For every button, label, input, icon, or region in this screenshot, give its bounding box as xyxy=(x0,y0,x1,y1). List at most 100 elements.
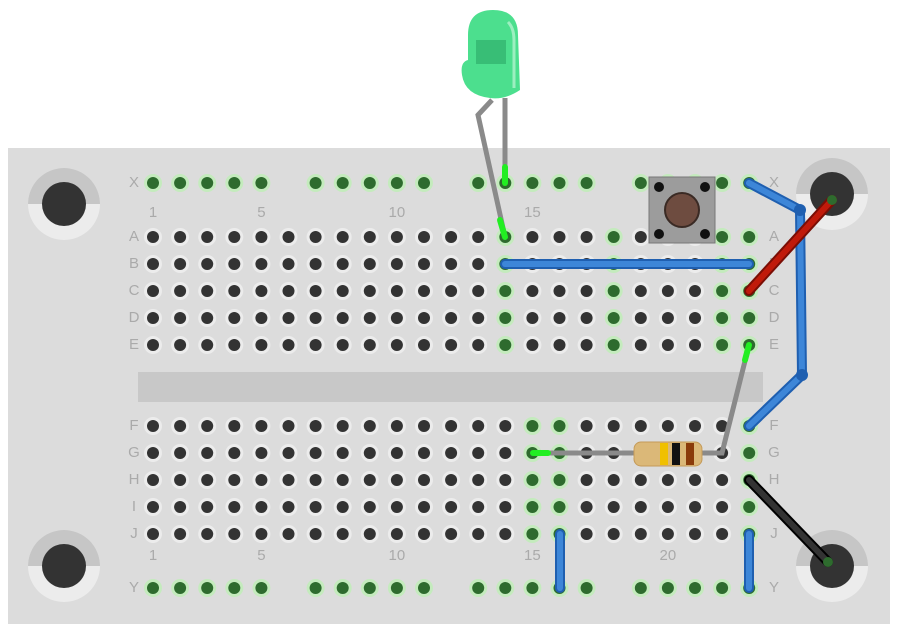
hole-F2[interactable] xyxy=(171,417,190,435)
hole-D12[interactable] xyxy=(442,309,461,327)
hole-A8[interactable] xyxy=(333,228,352,246)
rail-hole-X16[interactable] xyxy=(550,174,569,192)
hole-C4[interactable] xyxy=(225,282,244,300)
hole-G5[interactable] xyxy=(252,444,271,462)
hole-D11[interactable] xyxy=(415,309,433,327)
hole-E8[interactable] xyxy=(333,336,352,354)
hole-C13[interactable] xyxy=(469,282,488,300)
hole-E12[interactable] xyxy=(442,336,461,354)
rail-hole-Y2[interactable] xyxy=(171,579,190,597)
hole-E15[interactable] xyxy=(523,336,542,354)
rail-hole-Y10[interactable] xyxy=(387,579,406,597)
hole-F18[interactable] xyxy=(604,417,623,435)
hole-F8[interactable] xyxy=(333,417,352,435)
hole-A15[interactable] xyxy=(523,228,542,246)
rail-hole-Y17[interactable] xyxy=(577,579,596,597)
hole-C16[interactable] xyxy=(550,282,569,300)
rail-hole-Y7[interactable] xyxy=(306,579,325,597)
hole-F16[interactable] xyxy=(550,417,569,435)
hole-B9[interactable] xyxy=(360,255,379,273)
hole-I11[interactable] xyxy=(415,498,433,516)
hole-B6[interactable] xyxy=(279,255,298,273)
hole-I22[interactable] xyxy=(713,498,732,516)
hole-F5[interactable] xyxy=(252,417,271,435)
hole-D18[interactable] xyxy=(604,309,623,327)
hole-H15[interactable] xyxy=(523,471,542,489)
hole-H11[interactable] xyxy=(415,471,433,489)
rail-hole-X8[interactable] xyxy=(333,174,352,192)
hole-D1[interactable] xyxy=(144,309,162,327)
hole-B4[interactable] xyxy=(225,255,244,273)
hole-B2[interactable] xyxy=(171,255,190,273)
hole-F15[interactable] xyxy=(523,417,542,435)
hole-E13[interactable] xyxy=(469,336,488,354)
hole-B5[interactable] xyxy=(252,255,271,273)
hole-H17[interactable] xyxy=(577,471,596,489)
hole-I20[interactable] xyxy=(658,498,677,516)
hole-F17[interactable] xyxy=(577,417,596,435)
hole-C10[interactable] xyxy=(387,282,406,300)
hole-I13[interactable] xyxy=(469,498,488,516)
hole-H14[interactable] xyxy=(496,471,515,489)
hole-F3[interactable] xyxy=(198,417,217,435)
hole-D20[interactable] xyxy=(658,309,677,327)
hole-A11[interactable] xyxy=(415,228,433,246)
hole-E19[interactable] xyxy=(631,336,650,354)
rail-hole-X11[interactable] xyxy=(415,174,433,192)
hole-A23[interactable] xyxy=(740,228,759,246)
hole-D21[interactable] xyxy=(686,309,704,327)
hole-H8[interactable] xyxy=(333,471,352,489)
hole-D4[interactable] xyxy=(225,309,244,327)
hole-A5[interactable] xyxy=(252,228,271,246)
hole-E10[interactable] xyxy=(387,336,406,354)
hole-I10[interactable] xyxy=(387,498,406,516)
rail-hole-X19[interactable] xyxy=(631,174,650,192)
hole-C8[interactable] xyxy=(333,282,352,300)
rail-hole-X7[interactable] xyxy=(306,174,325,192)
hole-F9[interactable] xyxy=(360,417,379,435)
hole-D5[interactable] xyxy=(252,309,271,327)
hole-I16[interactable] xyxy=(550,498,569,516)
hole-I18[interactable] xyxy=(604,498,623,516)
rail-hole-Y15[interactable] xyxy=(523,579,542,597)
hole-A2[interactable] xyxy=(171,228,190,246)
hole-J10[interactable] xyxy=(387,525,406,543)
rail-hole-X10[interactable] xyxy=(387,174,406,192)
rail-hole-Y11[interactable] xyxy=(415,579,433,597)
hole-H4[interactable] xyxy=(225,471,244,489)
hole-E16[interactable] xyxy=(550,336,569,354)
hole-H1[interactable] xyxy=(144,471,162,489)
hole-D13[interactable] xyxy=(469,309,488,327)
hole-H18[interactable] xyxy=(604,471,623,489)
hole-A19[interactable] xyxy=(631,228,650,246)
hole-C2[interactable] xyxy=(171,282,190,300)
hole-F12[interactable] xyxy=(442,417,461,435)
hole-J14[interactable] xyxy=(496,525,515,543)
hole-E2[interactable] xyxy=(171,336,190,354)
hole-J12[interactable] xyxy=(442,525,461,543)
hole-J9[interactable] xyxy=(360,525,379,543)
rail-hole-Y20[interactable] xyxy=(658,579,677,597)
hole-I12[interactable] xyxy=(442,498,461,516)
hole-H2[interactable] xyxy=(171,471,190,489)
hole-H9[interactable] xyxy=(360,471,379,489)
hole-D3[interactable] xyxy=(198,309,217,327)
hole-A10[interactable] xyxy=(387,228,406,246)
rail-hole-Y14[interactable] xyxy=(496,579,515,597)
hole-D23[interactable] xyxy=(740,309,759,327)
rail-hole-X5[interactable] xyxy=(252,174,271,192)
hole-G4[interactable] xyxy=(225,444,244,462)
push-button[interactable] xyxy=(648,176,716,244)
rail-hole-Y1[interactable] xyxy=(144,579,162,597)
rail-hole-Y19[interactable] xyxy=(631,579,650,597)
hole-D22[interactable] xyxy=(713,309,732,327)
hole-H13[interactable] xyxy=(469,471,488,489)
hole-D7[interactable] xyxy=(306,309,325,327)
hole-I9[interactable] xyxy=(360,498,379,516)
hole-D16[interactable] xyxy=(550,309,569,327)
hole-I5[interactable] xyxy=(252,498,271,516)
hole-H22[interactable] xyxy=(713,471,732,489)
hole-H6[interactable] xyxy=(279,471,298,489)
hole-J3[interactable] xyxy=(198,525,217,543)
hole-G6[interactable] xyxy=(279,444,298,462)
